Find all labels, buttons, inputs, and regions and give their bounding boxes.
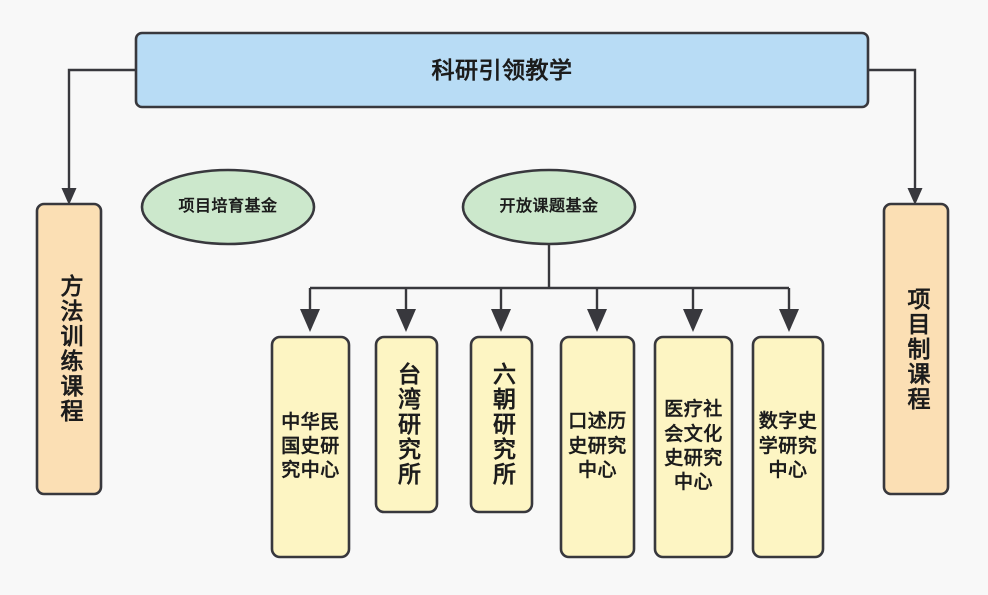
node-center-taiwan-studies-shape[interactable]	[374, 335, 439, 514]
node-course-method-training-shape[interactable]	[35, 202, 103, 496]
node-center-digital-history-shape[interactable]	[751, 335, 825, 559]
node-center-six-dynasties-shape[interactable]	[469, 335, 534, 514]
node-root-shape[interactable]	[134, 31, 870, 109]
node-fund-incubation-shape[interactable]	[140, 168, 316, 246]
node-center-medical-social-cultural-history-shape[interactable]	[653, 335, 734, 559]
node-center-oral-history-shape[interactable]	[559, 335, 636, 559]
connector-root-to-project-based	[868, 68, 923, 205]
connector-open-topic-fund-bus	[300, 243, 799, 332]
node-fund-open-topic-shape[interactable]	[461, 168, 637, 246]
node-center-roc-history-shape[interactable]	[270, 335, 351, 559]
node-course-project-based-shape[interactable]	[882, 202, 950, 496]
connector-root-to-method-training	[61, 68, 136, 205]
